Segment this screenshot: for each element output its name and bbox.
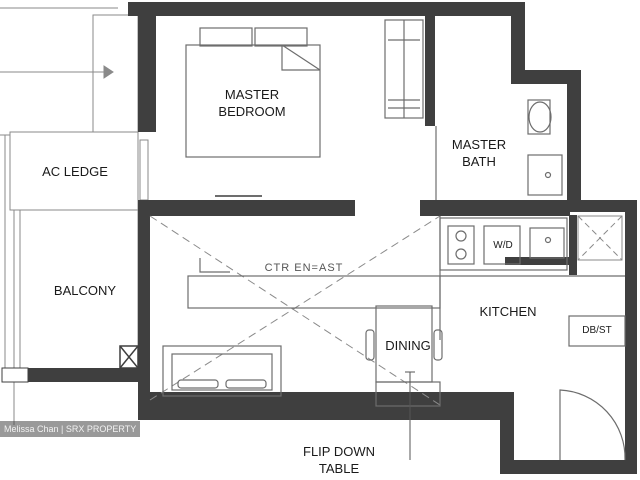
label-balcony: BALCONY — [53, 283, 117, 298]
label-flip-down-table: FLIP DOWN TABLE — [303, 444, 375, 476]
label-kitchen: KITCHEN — [479, 304, 537, 319]
walls — [25, 2, 637, 474]
kitchen-cabinet-cross — [577, 215, 623, 261]
kitchen-door — [559, 389, 626, 461]
bed — [185, 27, 321, 158]
watermark: Melissa Chan | SRX PROPERTY — [0, 421, 141, 437]
wardrobe — [384, 19, 424, 119]
label-ac-ledge: AC LEDGE — [42, 164, 108, 179]
label-dbst: DB/ST — [582, 325, 612, 336]
label-dining: DINING — [385, 338, 431, 353]
dining-set — [365, 305, 443, 407]
label-master-bedroom: MASTER BEDROOM — [218, 87, 286, 119]
label-wd: W/D — [493, 240, 513, 251]
bath-fixtures — [435, 99, 563, 200]
kitchen-counter — [439, 216, 626, 347]
window-sill — [1, 367, 29, 383]
tv-console — [162, 258, 441, 397]
label-master-bath: MASTER BATH — [451, 137, 507, 169]
label-ctr: CTR EN=AST — [264, 262, 344, 274]
living-diagonals — [149, 215, 441, 406]
